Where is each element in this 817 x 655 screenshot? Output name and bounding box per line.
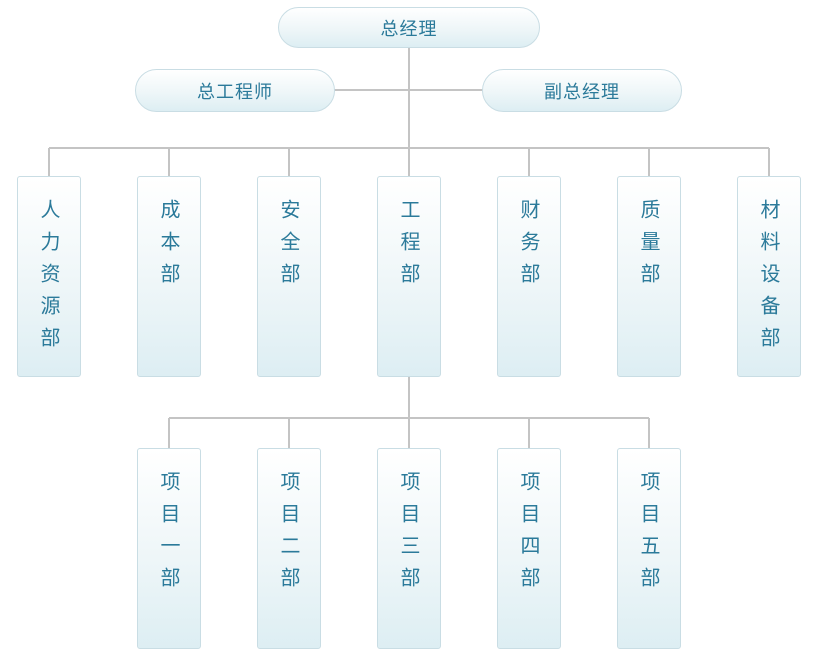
dept-label: 材料设备部 [757, 199, 781, 359]
node-label: 总经理 [380, 18, 438, 40]
project-label: 项目五部 [637, 471, 661, 599]
project-node: 项目二部 [257, 448, 321, 649]
project-label: 项目二部 [277, 471, 301, 599]
dept-node: 安全部 [257, 176, 321, 377]
node-label: 总工程师 [197, 81, 273, 103]
dept-node: 财务部 [497, 176, 561, 377]
project-label: 项目一部 [157, 471, 181, 599]
dept-node-engineering: 工程部 [377, 176, 441, 377]
node-label: 副总经理 [544, 81, 620, 103]
project-node: 项目四部 [497, 448, 561, 649]
dept-node: 材料设备部 [737, 176, 801, 377]
project-node: 项目三部 [377, 448, 441, 649]
project-node: 项目一部 [137, 448, 201, 649]
project-node: 项目五部 [617, 448, 681, 649]
project-label: 项目三部 [397, 471, 421, 599]
dept-label: 成本部 [157, 199, 181, 295]
project-label: 项目四部 [517, 471, 541, 599]
dept-node: 人力资源部 [17, 176, 81, 377]
dept-label: 质量部 [637, 199, 661, 295]
node-deputy-gm: 副总经理 [482, 69, 682, 112]
dept-label: 工程部 [397, 199, 421, 295]
dept-node: 成本部 [137, 176, 201, 377]
dept-label: 财务部 [517, 199, 541, 295]
dept-node: 质量部 [617, 176, 681, 377]
dept-label: 安全部 [277, 199, 301, 295]
node-chief-engineer: 总工程师 [135, 69, 335, 112]
node-general-manager: 总经理 [278, 7, 540, 48]
dept-label: 人力资源部 [37, 199, 61, 359]
